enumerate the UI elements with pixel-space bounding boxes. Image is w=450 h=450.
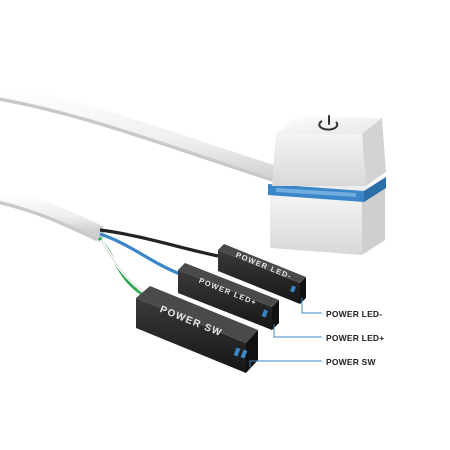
- callout-power-led-minus: POWER LED-: [326, 309, 383, 319]
- callout-lines: [249, 298, 322, 367]
- callout-power-sw: POWER SW: [326, 357, 376, 367]
- main-cable: [0, 84, 308, 190]
- power-switch: [268, 115, 386, 255]
- power-icon: [318, 115, 339, 131]
- callout-power-led-plus: POWER LED+: [326, 333, 385, 343]
- lead-cable: [0, 187, 104, 242]
